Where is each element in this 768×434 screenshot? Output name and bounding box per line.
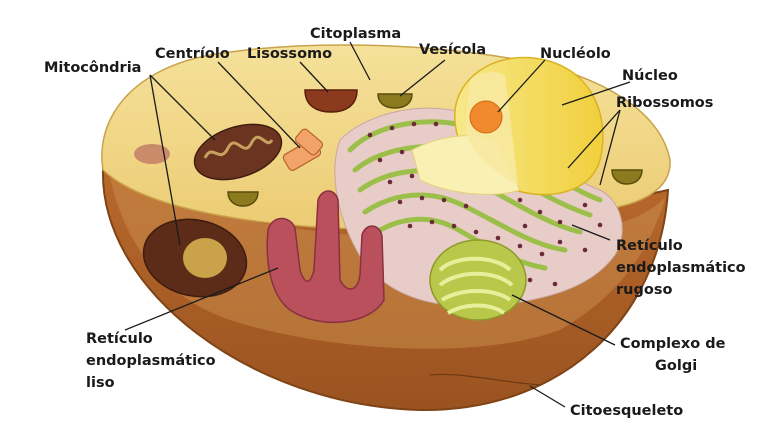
nucleolus bbox=[470, 101, 502, 133]
label-citoplasma: Citoplasma bbox=[310, 26, 401, 42]
label-golgi-line1: Complexo de bbox=[620, 336, 726, 352]
label-rer-line3: rugoso bbox=[616, 282, 672, 298]
label-ribossomos: Ribossomos bbox=[616, 95, 713, 111]
label-citoesqueleto: Citoesqueleto bbox=[570, 403, 683, 419]
label-mitocondria: Mitocôndria bbox=[44, 60, 141, 76]
label-rel-line1: Retículo bbox=[86, 331, 153, 347]
label-golgi-line2: Golgi bbox=[655, 358, 697, 374]
label-lisossomo: Lisossomo bbox=[247, 46, 332, 62]
label-rel-line3: liso bbox=[86, 375, 115, 391]
golgi-apparatus bbox=[430, 240, 526, 320]
label-centriolo: Centríolo bbox=[155, 46, 230, 62]
label-vesicula: Vesícola bbox=[419, 42, 486, 58]
label-nucleo: Núcleo bbox=[622, 68, 678, 84]
label-rer-line1: Retículo bbox=[616, 238, 683, 254]
label-rer-line2: endoplasmático bbox=[616, 260, 746, 276]
label-rel-line2: endoplasmático bbox=[86, 353, 216, 369]
label-nucleolo: Nucléolo bbox=[540, 46, 611, 62]
